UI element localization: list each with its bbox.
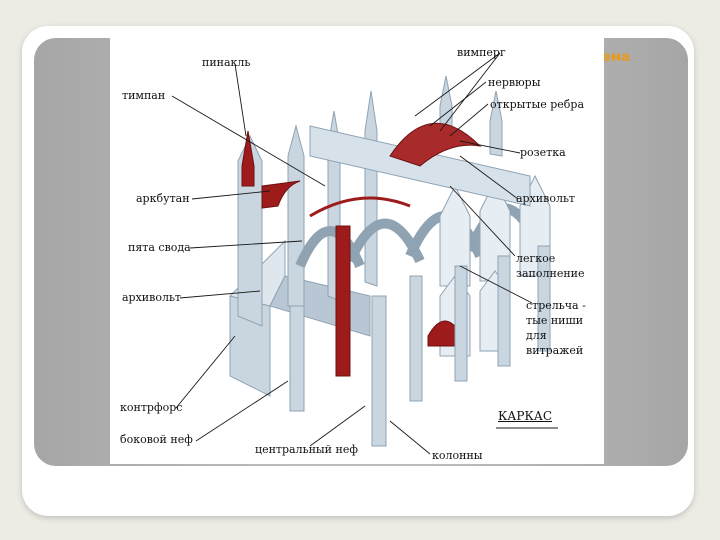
- label-buttress: контрфорс: [120, 401, 183, 414]
- label-open-ribs: открытые ребра: [490, 98, 584, 111]
- label-pinnacle: пинакль: [202, 56, 251, 69]
- label-vault-springer: пята свода: [128, 241, 191, 254]
- label-ribs: нервюры: [488, 76, 541, 89]
- label-flying-buttress: аркбутан: [136, 192, 190, 205]
- slide-title-fragment: ема: [602, 50, 631, 65]
- rib-vault-highlight: [389, 122, 482, 167]
- label-lancet-niches: стрельча - тые ниши для витражей: [526, 299, 586, 357]
- label-archivolt-right: архивольт: [516, 192, 576, 205]
- label-rosette: розетка: [520, 146, 566, 159]
- leader-lines: [171, 52, 533, 455]
- central-pier-highlight: [335, 225, 351, 377]
- rib-line: [309, 196, 411, 218]
- label-side-nave: боковой неф: [120, 433, 193, 446]
- gothic-frame-diagram: пинакль тимпан аркбутан пята свода архив…: [110, 36, 604, 464]
- flying-buttress-highlight: [261, 180, 301, 209]
- column-group: [289, 245, 551, 447]
- pinnacle-highlight: [241, 130, 255, 187]
- label-tympanum: тимпан: [122, 89, 166, 102]
- label-columns: колонны: [432, 449, 483, 462]
- cathedral-illustration: [171, 52, 558, 455]
- label-central-nave: центральный неф: [255, 443, 358, 456]
- label-wimperg: вимперг: [457, 46, 506, 59]
- diagram-caption: КАРКАС: [498, 409, 553, 423]
- label-archivolt-left: архивольт: [122, 291, 182, 304]
- label-light-infill: легкое заполнение: [516, 252, 585, 280]
